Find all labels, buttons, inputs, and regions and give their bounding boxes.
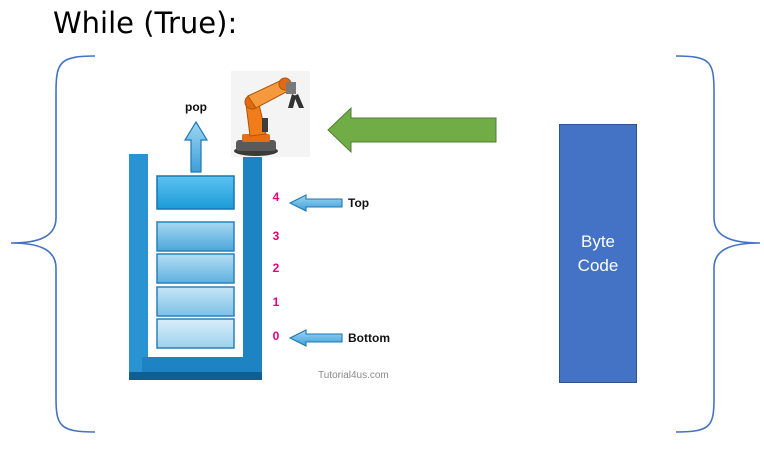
bottom-pointer-arrow <box>288 329 343 347</box>
stack-index-1: 1 <box>273 295 280 309</box>
stack-index-2: 2 <box>273 261 280 275</box>
pop-arrow <box>183 120 209 173</box>
stack-block-3 <box>156 221 235 252</box>
stack-index-0: 0 <box>273 329 280 343</box>
stack-block-1 <box>156 286 235 317</box>
page-title: While (True): <box>53 6 238 40</box>
stack-container <box>129 154 262 380</box>
bytecode-line-1: Byte <box>580 231 616 251</box>
stack-block-2 <box>156 253 235 284</box>
top-pointer-arrow <box>288 194 343 212</box>
watermark-text: Tutorial4us.com <box>318 370 389 381</box>
stack-index-4: 4 <box>273 190 280 204</box>
bytecode-box: Byte Code <box>559 124 637 383</box>
stack-block-4 <box>156 175 235 210</box>
right-curly-brace <box>675 55 761 433</box>
fetch-arrow <box>327 106 497 154</box>
stack-block-0 <box>156 318 235 349</box>
stack-index-3: 3 <box>273 229 280 243</box>
top-label: Top <box>348 196 369 210</box>
left-curly-brace <box>10 55 96 433</box>
pop-label: pop <box>185 100 207 114</box>
bottom-label: Bottom <box>348 331 390 345</box>
robot-arm-icon <box>231 71 310 157</box>
bytecode-line-2: Code <box>577 255 619 275</box>
